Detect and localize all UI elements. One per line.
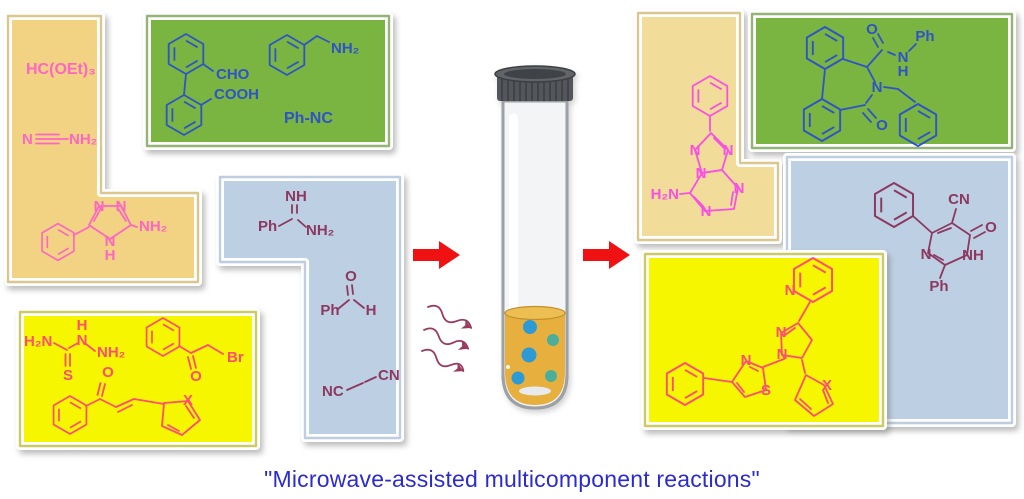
ketone-o-label: O [985,219,997,236]
cooh-label: COOH [214,86,259,103]
benzamidine-ph-label: Ph [258,218,277,235]
tube-bottom-highlight [519,386,551,396]
tube-cap [494,65,576,101]
benzamidine-nh-label: NH [285,188,307,205]
panel-product-tan-right: N N N N N H₂N [634,9,782,244]
pyrazoline-n2-label: N [776,324,787,341]
tsc-h2n-label: H₂N [24,333,52,350]
triazine-n3-label: N [696,165,707,182]
amide-h-label: H [898,63,909,80]
panel-product-green-right: O N H Ph N O [748,10,1016,152]
ring-nh-label: NH [962,247,984,264]
benzylamine-structure: NH₂ [268,34,359,76]
hetero-x-label: X [822,377,832,394]
bubble [547,334,559,346]
phenacyl-br-label: Br [227,349,244,366]
arrow-tube-to-products [583,241,630,269]
benzamidine-structure: Ph NH NH₂ [258,188,334,239]
phenacyl-bromide-structure: O Br [145,317,244,385]
triazole-nh-h-label: H [105,247,116,264]
amide-o-label: O [866,21,878,38]
malononitrile-nc-label: NC [322,383,344,400]
panel-reagents-yellow-left: H₂N S N H NH₂ O Br [16,308,260,450]
tsc-s-label: S [63,367,73,384]
figure-caption: "Microwave-assisted multicomponent react… [264,466,760,492]
benzaldehyde-structure: O Ph H [320,268,376,319]
bubble [523,320,537,334]
triazine-n5-label: N [701,203,712,220]
test-tube [494,65,576,410]
c2-ph-label: Ph [929,278,948,295]
pyrazoline-structure: N N N N S X [665,257,834,417]
triazole-n2-label: N [116,198,127,215]
ring-n-label: N [921,246,932,263]
wave-arrow [421,348,465,373]
chalcone-x-label: X [183,392,193,409]
aminotriazole-structure: N N N H NH₂ [41,198,167,264]
panel-product-yellow-right: N N N N S X [641,250,887,430]
glass-highlight [509,113,518,358]
bubble [511,371,525,385]
pyrazoline-n1-label: N [777,346,788,363]
pyridine-n-label: N [785,282,796,299]
benzylamine-nh2-label: NH₂ [331,40,359,57]
tsc-h-label: H [77,317,88,334]
tube-liquid [504,305,566,405]
triazine-n4-label: N [734,180,745,197]
tsc-nh2-label: NH₂ [97,344,125,361]
malononitrile-cn-label: CN [378,367,400,384]
malononitrile-structure: NC CN [322,367,400,400]
wave-arrow [423,327,470,350]
thiazole-s-label: S [761,382,771,399]
panel-reagents-green-top: CHO COOH NH₂ Ph-NC [143,12,393,150]
thiosemicarbazide-structure: H₂N S N H NH₂ [24,317,125,384]
benzaldehyde-ph-label: Ph [320,302,339,319]
pyrimidinone-structure: CN O NH N Ph [873,182,997,295]
chalcone-structure: O X [52,364,201,436]
panel-reagents-blue-mid: Ph NH NH₂ O Ph H NC CN [216,173,404,442]
triazole-n4-label: N [105,233,116,250]
microwave-waves [421,304,473,373]
wave-arrow [427,304,473,329]
triazole-n1-label: N [94,198,105,215]
bubble [521,347,537,363]
thiazole-n-label: N [741,352,752,369]
cyanamide-structure: N NH₂ [22,131,97,148]
triazolotriazine-structure: N N N N N H₂N [651,75,745,220]
benzamidine-nh2-label: NH₂ [306,222,334,239]
phenacyl-o-label: O [190,368,202,385]
cho-label: CHO [216,66,250,83]
cyanamide-nh2-label: NH₂ [69,131,97,148]
azepinone-structure: O N H Ph N O [802,21,938,147]
chalcone-o-label: O [102,364,114,381]
biphenyl-acid-structure: CHO COOH [165,33,259,136]
panel-reagents-tan-left: HC(OEt)₃ N NH₂ N N N H NH₂ [4,12,202,286]
nitrile-cn-label: CN [948,191,970,208]
tsc-n-label: N [77,332,88,349]
lactam-o-label: O [876,117,888,134]
triazine-n2-label: N [723,142,734,159]
arrow-reagents-to-tube [413,241,460,269]
amide-ph-label: Ph [915,28,934,45]
phenyl-isocyanide-label: Ph-NC [284,110,333,127]
benzaldehyde-h-label: H [366,302,377,319]
triazine-h2n-label: H₂N [651,186,679,203]
bubble [545,370,557,382]
cyanamide-n-label: N [22,131,33,148]
amide-n-label: N [898,49,909,66]
orthoester-label: HC(OEt)₃ [26,61,96,78]
triazine-n1-label: N [690,142,701,159]
triazole-nh2-label: NH₂ [139,218,167,235]
benzaldehyde-o-label: O [345,268,357,285]
ring-n-label: N [872,79,883,96]
